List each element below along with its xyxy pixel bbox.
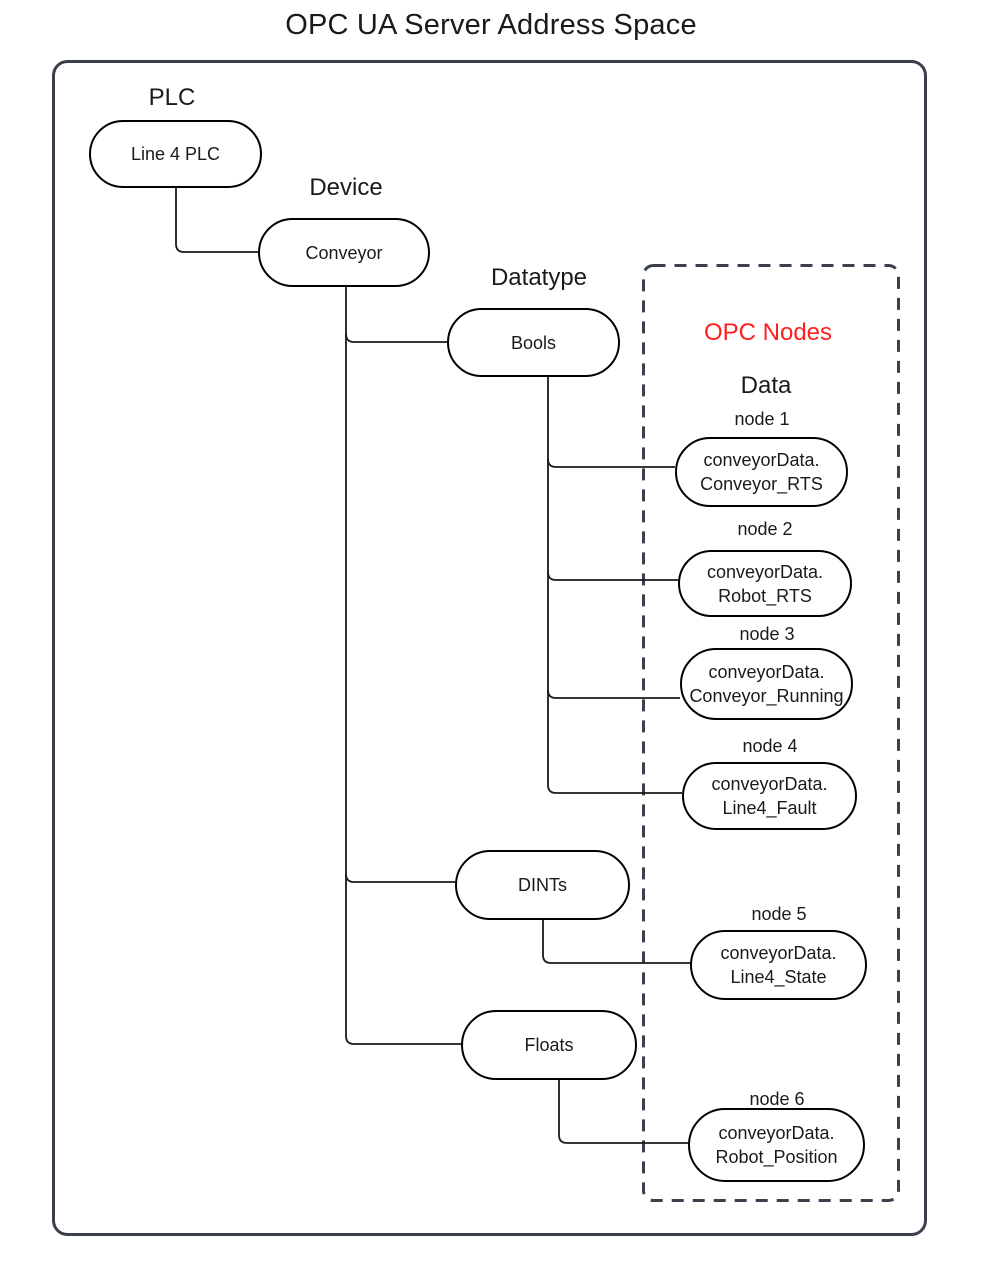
edge-conveyor-bools: [345, 333, 447, 343]
group-label-opc-nodes: OPC Nodes: [703, 319, 833, 346]
opc-node-line1: conveyorData.: [711, 774, 828, 794]
opc-node-3-label: node 3: [739, 624, 795, 644]
tree-node-dints: DINTs: [455, 850, 630, 920]
opc-nodes-dashed-box: [642, 264, 900, 1202]
tree-node-label: Floats: [524, 1035, 574, 1055]
group-label-plc: PLC: [148, 84, 196, 111]
opc-node-line1: conveyorData.: [706, 561, 824, 582]
tree-node-conveyor: Conveyor: [258, 218, 430, 287]
opc-node-6: conveyorData. Robot_Position: [688, 1108, 865, 1182]
group-label-data: Data: [740, 372, 792, 399]
edge-conveyor-floats: [345, 287, 461, 1045]
opc-node-2: conveyorData. Robot_RTS: [678, 550, 852, 617]
tree-node-floats: Floats: [461, 1010, 637, 1080]
edge-bools-node4: [547, 377, 682, 794]
opc-node-1: conveyorData. Conveyor_RTS: [675, 437, 848, 507]
opc-node-4-label: node 4: [742, 736, 798, 756]
diagram-title: OPC UA Server Address Space: [285, 9, 697, 41]
group-label-datatype: Datatype: [490, 264, 588, 291]
opc-node-line2: Robot_Position: [715, 1147, 838, 1167]
tree-node-label: Line 4 PLC: [130, 144, 221, 164]
tree-node-label: Conveyor: [305, 242, 383, 263]
opc-node-line2: Line4_Fault: [722, 798, 817, 818]
opc-node-line2: Conveyor_RTS: [700, 474, 823, 494]
group-label-device: Device: [309, 174, 383, 201]
edge-floats-node6: [558, 1080, 688, 1144]
opc-node-1-label: node 1: [734, 409, 790, 429]
outer-frame: [52, 60, 927, 1236]
opc-node-line1: conveyorData.: [708, 662, 825, 682]
edge-plc-conveyor: [175, 188, 258, 253]
opc-node-line2: Robot_RTS: [718, 585, 812, 606]
opc-node-line2: Conveyor_Running: [689, 686, 844, 706]
opc-node-5: conveyorData. Line4_State: [690, 930, 867, 1000]
edge-conveyor-dints: [345, 873, 455, 883]
edge-bools-node3: [547, 689, 680, 699]
opc-node-6-label: node 6: [749, 1089, 805, 1109]
opc-node-line2: Line4_State: [730, 967, 827, 987]
tree-node-bools: Bools: [447, 308, 620, 377]
opc-node-2-label: node 2: [737, 519, 793, 539]
edge-dints-node5: [542, 920, 690, 964]
edge-bools-node2: [547, 571, 678, 581]
edge-bools-node1: [547, 458, 675, 468]
opc-node-line1: conveyorData.: [718, 1123, 835, 1143]
opc-node-line1: conveyorData.: [703, 450, 820, 470]
opc-node-line1: conveyorData.: [720, 943, 837, 963]
tree-node-label: DINTs: [518, 875, 567, 895]
opc-node-3: conveyorData. Conveyor_Running: [680, 648, 853, 720]
opc-node-4: conveyorData. Line4_Fault: [682, 762, 857, 830]
opc-node-5-label: node 5: [751, 904, 807, 924]
tree-node-label: Bools: [510, 332, 557, 353]
tree-node-line4-plc: Line 4 PLC: [89, 120, 262, 188]
